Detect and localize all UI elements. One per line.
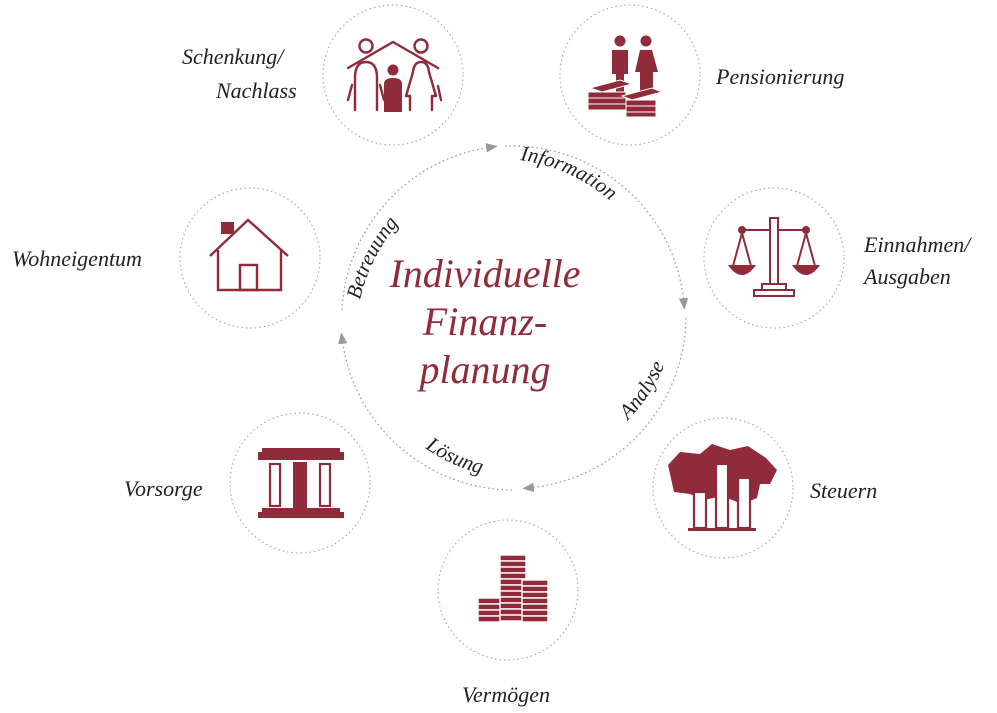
label-vermoegen: Vermögen — [462, 682, 550, 707]
center-title-line-2: Finanz- — [422, 299, 548, 344]
label-einnahmen-line2: Ausgaben — [864, 264, 951, 289]
house-icon — [209, 218, 289, 292]
center-title-line-3: planung — [419, 347, 551, 392]
cycle-ring — [338, 143, 689, 493]
label-steuern: Steuern — [810, 478, 878, 503]
topic-circle-steuern — [652, 417, 794, 559]
label-wohneigentum: Wohneigentum — [12, 246, 142, 271]
swiss-map-chart-icon — [668, 444, 777, 531]
bank-building-icon — [258, 448, 344, 518]
topic-circle-vorsorge — [229, 412, 371, 554]
cycle-label-loesung: Lösung — [421, 432, 486, 479]
label-schenkung-line1: Schenkung/ — [182, 44, 284, 69]
cycle-arc-top — [341, 143, 498, 311]
label-einnahmen-line1: Einnahmen/ — [864, 232, 971, 257]
family-house-icon — [346, 38, 443, 112]
topic-circle-wohneigentum — [179, 187, 321, 329]
cycle-arc-right — [504, 145, 689, 310]
cycle-label-analyse: Analyse — [613, 357, 670, 425]
topic-circle-einnahmen — [703, 187, 845, 329]
cycle-arc-bottom-right — [522, 317, 687, 493]
label-pensionierung: Pensionierung — [716, 64, 845, 89]
couple-money-icon — [587, 35, 664, 118]
center-title-line-1: Individuelle — [389, 251, 581, 296]
topic-circle-vermoegen — [437, 519, 579, 661]
topic-circle-pensionierung — [559, 4, 701, 146]
coin-stacks-icon — [477, 554, 549, 623]
topic-circle-schenkung — [322, 4, 464, 146]
label-vorsorge: Vorsorge — [124, 476, 203, 501]
cycle-label-information: Information — [518, 141, 622, 205]
label-schenkung-line2: Nachlass — [216, 78, 297, 103]
balance-scale-icon — [727, 217, 821, 297]
center-title: Individuelle Finanz- planung — [360, 250, 610, 394]
